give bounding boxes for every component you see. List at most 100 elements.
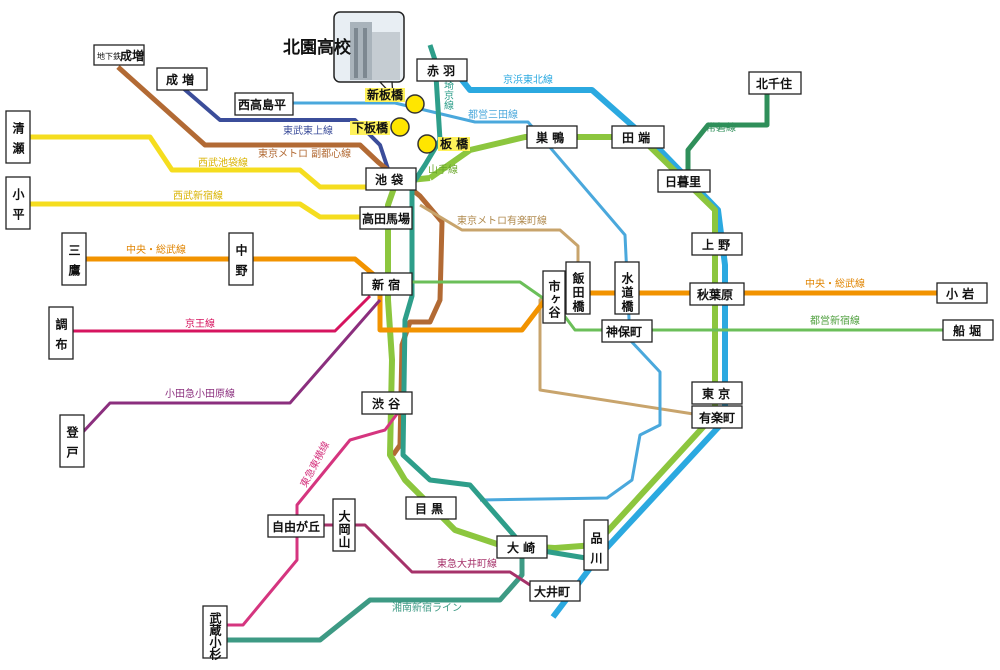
label-toei-shinjuku: 都営新宿線 <box>810 314 860 327</box>
svg-text:武蔵小杉: 武蔵小杉 <box>208 611 222 661</box>
svg-text:登戸: 登戸 <box>65 425 79 466</box>
station-noborito: 登戸 <box>59 414 85 468</box>
label-joban: 常磐線 <box>706 121 736 134</box>
svg-text:地下鉄: 地下鉄 <box>97 51 121 61</box>
label-tobu-tojo: 東武東上線 <box>283 124 333 137</box>
station-mitaka: 三鷹 <box>61 232 87 286</box>
svg-text:池 袋: 池 袋 <box>375 172 404 187</box>
station-ueno: 上 野 <box>691 232 743 256</box>
seibu-ikebukuro-line <box>30 134 380 190</box>
station-kodaira: 小平 <box>5 176 31 230</box>
svg-text:船 堀: 船 堀 <box>953 323 981 338</box>
station-shibuya: 渋 谷 <box>361 391 413 415</box>
svg-text:西高島平: 西高島平 <box>238 97 286 112</box>
shimo-itabashi-dot <box>390 117 410 137</box>
station-shinjuku: 新 宿 <box>361 272 413 296</box>
station-iidabashi: 飯田橋 <box>565 261 591 315</box>
svg-text:有楽町: 有楽町 <box>699 410 735 425</box>
toei-shinjuku-line <box>395 280 950 332</box>
svg-text:飯田橋: 飯田橋 <box>571 271 585 314</box>
label-shonan-shinjuku: 湘南新宿ライン <box>392 601 462 614</box>
station-narimasu: 成 増 <box>156 67 208 91</box>
station-takadanobaba: 高田馬場 <box>359 206 413 230</box>
svg-text:田 端: 田 端 <box>622 130 650 145</box>
label-keihin-tohoku: 京浜東北線 <box>503 73 553 86</box>
station-oimachi: 大井町 <box>529 580 581 602</box>
svg-text:赤 羽: 赤 羽 <box>427 63 455 78</box>
station-kiyose: 清瀬 <box>5 110 31 164</box>
svg-text:自由が丘: 自由が丘 <box>272 519 320 534</box>
svg-text:上 野: 上 野 <box>702 237 730 252</box>
nearest-stations: 新板橋 下板橋 板 橋 <box>350 87 470 154</box>
shimo-itabashi-highlight <box>350 121 390 135</box>
station-ikebukuro: 池 袋 <box>365 167 417 191</box>
station-ookayama: 大岡山 <box>332 498 356 552</box>
tobu-tojo-line <box>181 86 392 176</box>
keio-line <box>70 294 372 333</box>
station-tabata: 田 端 <box>611 125 665 149</box>
svg-text:神保町: 神保町 <box>606 324 642 339</box>
svg-text:東 京: 東 京 <box>702 386 730 401</box>
rail-lines <box>30 44 950 643</box>
svg-text:小平: 小平 <box>11 187 25 228</box>
label-odakyu: 小田急小田原線 <box>165 387 235 400</box>
svg-text:中野: 中野 <box>234 243 248 284</box>
svg-text:大岡山: 大岡山 <box>337 509 351 549</box>
station-shin-itabashi: 新板橋 <box>367 87 404 102</box>
svg-text:日暮里: 日暮里 <box>665 174 701 189</box>
svg-text:品川: 品川 <box>589 532 603 572</box>
station-tokyo: 東 京 <box>691 381 743 405</box>
station-jinbocho: 神保町 <box>601 319 653 343</box>
odakyu-line <box>81 299 382 434</box>
station-sugamo: 巣 鴨 <box>526 125 578 149</box>
station-akabane: 赤 羽 <box>416 58 468 82</box>
svg-text:高田馬場: 高田馬場 <box>362 211 410 226</box>
itabashi-highlight <box>438 137 470 151</box>
label-seibu-shinjuku: 西武新宿線 <box>173 189 223 202</box>
shin-itabashi-dot <box>405 94 425 114</box>
label-saikyo: 埼京線 <box>442 79 454 110</box>
station-shinagawa: 品川 <box>583 519 609 572</box>
label-chuo-sobu-west: 中央・総武線 <box>126 243 186 256</box>
svg-text:巣 鴨: 巣 鴨 <box>535 130 564 145</box>
svg-text:新 宿: 新 宿 <box>372 277 400 292</box>
station-narimasu-subway: 地下鉄 成増 <box>93 44 145 66</box>
label-oimachi-line: 東急大井町線 <box>437 557 497 570</box>
joban-line <box>685 92 770 172</box>
school-title: 北園高校 <box>283 37 352 58</box>
station-shimo-itabashi: 下板橋 <box>352 120 389 135</box>
station-musashikosugi: 武蔵小杉 <box>202 605 228 661</box>
station-nakano: 中野 <box>228 232 254 286</box>
station-itabashi: 板 橋 <box>440 136 469 151</box>
svg-text:秋葉原: 秋葉原 <box>697 287 733 302</box>
saikyo-line <box>400 44 599 563</box>
label-fukutoshin: 東京メトロ 副都心線 <box>258 147 351 160</box>
station-boxes: 地下鉄 成増 成 増 赤 羽 北千住 西高島平 清瀬 小平 巣 鴨 <box>5 44 994 661</box>
station-kitasenju: 北千住 <box>748 71 802 95</box>
svg-text:成 増: 成 増 <box>166 72 194 87</box>
station-funabori: 船 堀 <box>942 319 994 341</box>
station-meguro: 目 黒 <box>405 496 457 520</box>
svg-text:渋 谷: 渋 谷 <box>372 396 401 411</box>
label-toei-mita: 都営三田線 <box>468 108 518 121</box>
svg-text:小 岩: 小 岩 <box>946 286 974 301</box>
svg-text:清瀬: 清瀬 <box>11 121 25 162</box>
station-koiwa: 小 岩 <box>936 282 988 304</box>
shin-itabashi-highlight <box>365 88 405 102</box>
label-seibu-ikebukuro: 西武池袋線 <box>198 156 248 169</box>
station-suidobashi: 水道橋 <box>614 261 640 315</box>
station-yurakucho: 有楽町 <box>691 405 743 429</box>
school-marker: 北園高校 <box>283 11 405 98</box>
station-ichigaya: 市ヶ谷 <box>542 270 566 324</box>
svg-text:大 崎: 大 崎 <box>507 540 535 555</box>
station-akihabara: 秋葉原 <box>689 282 745 306</box>
svg-text:北千住: 北千住 <box>756 76 792 91</box>
station-nishitakashimadaira: 西高島平 <box>234 92 294 116</box>
station-jiyugaoka: 自由が丘 <box>267 514 325 538</box>
label-chuo-sobu-east: 中央・総武線 <box>805 277 865 290</box>
label-yurakucho-line: 東京メトロ有楽町線 <box>457 214 547 227</box>
svg-text:水道橋: 水道橋 <box>620 271 634 314</box>
chuo-sobu-line-west <box>85 256 571 333</box>
label-yamanote: 山手線 <box>428 163 458 176</box>
